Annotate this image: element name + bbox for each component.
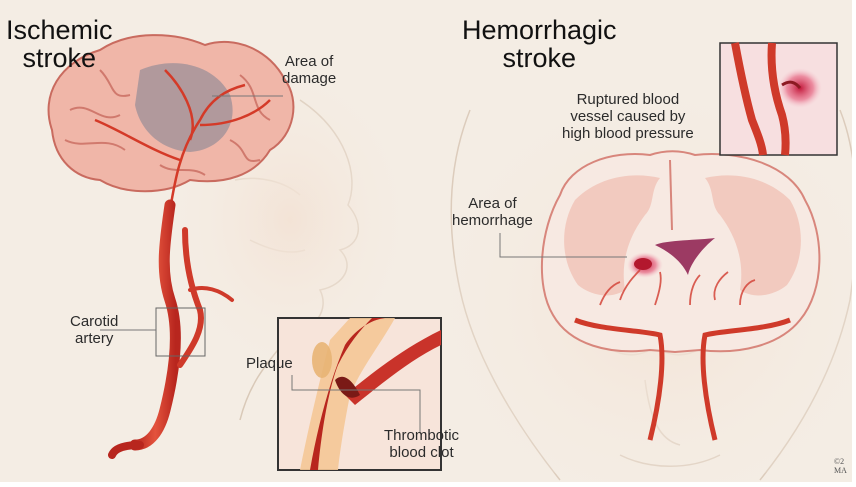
thrombotic-line-2: blood clot (384, 445, 459, 462)
copyright-line-2: MA (834, 467, 847, 476)
carotid-line-2: artery (70, 331, 118, 348)
thrombotic-line-1: Thrombotic (384, 428, 459, 445)
ruptured-line-1: Ruptured blood (562, 92, 694, 109)
area-of-hemorrhage-label: Area of hemorrhage (452, 196, 533, 230)
hemorrhagic-title-line-1: Hemorrhagic (462, 16, 617, 44)
copyright-mark: ©2 MA (834, 458, 847, 476)
ischemic-title-line-1: Ischemic (6, 16, 113, 44)
thrombotic-clot-label: Thrombotic blood clot (384, 428, 459, 462)
plaque-text: Plaque (246, 356, 293, 373)
area-of-damage-line-1: Area of (282, 54, 336, 71)
right-frame-edge (852, 0, 856, 487)
hemorrhagic-title-line-2: stroke (462, 44, 617, 72)
ruptured-vessel-inset (720, 43, 837, 155)
carotid-line-1: Carotid (70, 314, 118, 331)
carotid-artery-label: Carotid artery (70, 314, 118, 348)
ruptured-line-2: vessel caused by (562, 109, 694, 126)
bottom-frame-edge (0, 482, 856, 487)
hemorrhage-line-2: hemorrhage (452, 213, 533, 230)
plaque-label: Plaque (246, 356, 293, 373)
hemorrhagic-title: Hemorrhagic stroke (462, 16, 617, 73)
area-of-damage-line-2: damage (282, 71, 336, 88)
ischemic-title: Ischemic stroke (6, 16, 113, 73)
ruptured-vessel-label: Ruptured blood vessel caused by high blo… (562, 92, 694, 142)
ruptured-line-3: high blood pressure (562, 126, 694, 143)
ischemic-title-line-2: stroke (6, 44, 113, 72)
hemorrhage-line-1: Area of (452, 196, 533, 213)
plaque-deposit (312, 342, 332, 378)
area-of-damage-label: Area of damage (282, 54, 336, 88)
